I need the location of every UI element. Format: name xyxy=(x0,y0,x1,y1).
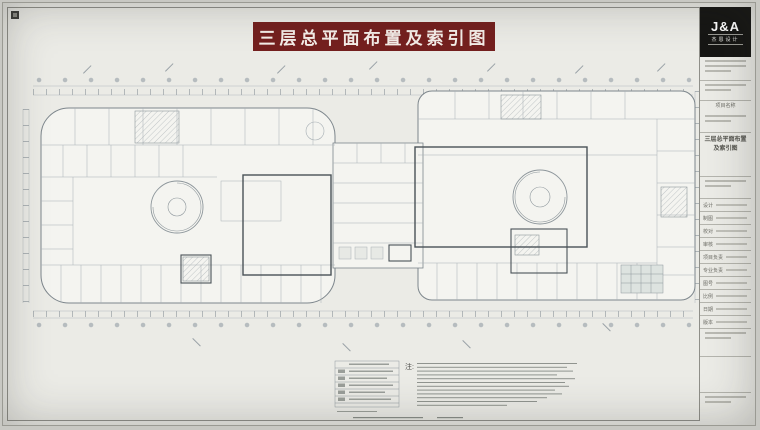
circulation-circle-left xyxy=(150,180,204,234)
titleblock-field-row: 设计 xyxy=(700,199,751,212)
legend-table xyxy=(334,360,400,412)
field-value-placeholder xyxy=(726,269,747,271)
notes-block: 注: xyxy=(405,362,577,406)
sheet-title-text: 三层总平面布置及索引图 xyxy=(258,29,490,48)
index-boxes xyxy=(180,146,588,284)
titleblock-info-row-3 xyxy=(700,177,751,199)
right-wing-partitions xyxy=(418,91,695,300)
company-logo: J&A 杰恩设计 xyxy=(700,7,751,57)
text-placeholder xyxy=(705,337,731,339)
drawing-sheet: 三层总平面布置及索引图 xyxy=(2,2,756,426)
field-label: 图号 xyxy=(703,280,714,287)
titleblock-info-row-1 xyxy=(700,57,751,81)
titleblock-field-row: 项目负责 xyxy=(700,251,751,264)
logo-divider xyxy=(707,33,744,35)
corner-mark xyxy=(11,11,19,19)
field-label: 制图 xyxy=(703,215,714,222)
titleblock-field-row: 版本 xyxy=(700,316,751,329)
dimension-lines-left xyxy=(22,109,30,303)
field-label: 审核 xyxy=(703,241,714,248)
drawing-title: 三层总平面布置及索引图 xyxy=(704,137,747,152)
titleblock-stamp-cell xyxy=(700,357,751,393)
field-value-placeholder xyxy=(716,308,747,310)
field-value-placeholder xyxy=(716,230,747,232)
text-placeholder xyxy=(705,396,746,398)
field-label: 专业负责 xyxy=(703,267,724,274)
titleblock-field-row: 日期 xyxy=(700,303,751,316)
text-placeholder xyxy=(705,115,746,117)
titleblock-drawing-title-row: 三层总平面布置及索引图 xyxy=(700,133,751,177)
title-block: J&A 杰恩设计 项目名称 三层总平面布置及索引图 设计 xyxy=(699,7,751,421)
titleblock-info-row-5 xyxy=(700,393,751,421)
field-value-placeholder xyxy=(716,204,747,206)
cell-grid-bottom-right xyxy=(620,264,664,294)
text-placeholder xyxy=(705,65,746,67)
text-placeholder xyxy=(705,180,746,182)
text-placeholder xyxy=(705,70,731,72)
titleblock-field-row: 图号 xyxy=(700,277,751,290)
hatched-areas xyxy=(134,94,688,282)
bottom-caption xyxy=(353,417,463,419)
notes-heading: 注: xyxy=(405,362,414,371)
sheet-title-banner: 三层总平面布置及索引图 xyxy=(253,22,495,51)
field-value-placeholder xyxy=(716,321,747,323)
logo-subtitle: 杰恩设计 xyxy=(711,36,740,43)
text-placeholder xyxy=(705,60,746,62)
field-value-placeholder xyxy=(726,256,747,258)
small-round-feature xyxy=(305,121,325,141)
field-label: 设计 xyxy=(703,202,714,209)
titleblock-info-row-2 xyxy=(700,81,751,101)
field-label: 项目负责 xyxy=(703,254,724,261)
notes-lines xyxy=(417,363,577,406)
floor-plan-svg: 注: xyxy=(22,61,702,419)
text-placeholder xyxy=(705,332,746,334)
logo-text: J&A xyxy=(710,18,740,34)
field-value-placeholder xyxy=(716,217,747,219)
field-label: 版本 xyxy=(703,319,714,326)
circulation-circle-right xyxy=(512,169,568,225)
titleblock-project-row: 项目名称 xyxy=(700,101,751,133)
floor-plan-area: 注: xyxy=(17,59,705,425)
text-placeholder xyxy=(705,89,731,91)
titleblock-field-row: 制图 xyxy=(700,212,751,225)
titleblock-field-row: 比例 xyxy=(700,290,751,303)
field-value-placeholder xyxy=(716,295,747,297)
text-placeholder xyxy=(705,401,731,403)
middle-connector-partitions xyxy=(333,143,423,260)
text-placeholder xyxy=(705,120,731,122)
titleblock-field-row: 审核 xyxy=(700,238,751,251)
field-label: 校对 xyxy=(703,228,714,235)
dimension-lines-bottom xyxy=(33,310,693,319)
field-label: 日期 xyxy=(703,306,714,313)
text-placeholder xyxy=(705,185,731,187)
field-value-placeholder xyxy=(716,282,747,284)
field-label: 比例 xyxy=(703,293,714,300)
logo-divider-2 xyxy=(707,43,744,45)
project-label: 项目名称 xyxy=(715,103,736,109)
titleblock-field-row: 专业负责 xyxy=(700,264,751,277)
text-placeholder xyxy=(705,84,746,86)
field-value-placeholder xyxy=(716,243,747,245)
titleblock-info-row-4 xyxy=(700,329,751,357)
angled-annotations xyxy=(83,61,666,352)
titleblock-field-row: 校对 xyxy=(700,225,751,238)
